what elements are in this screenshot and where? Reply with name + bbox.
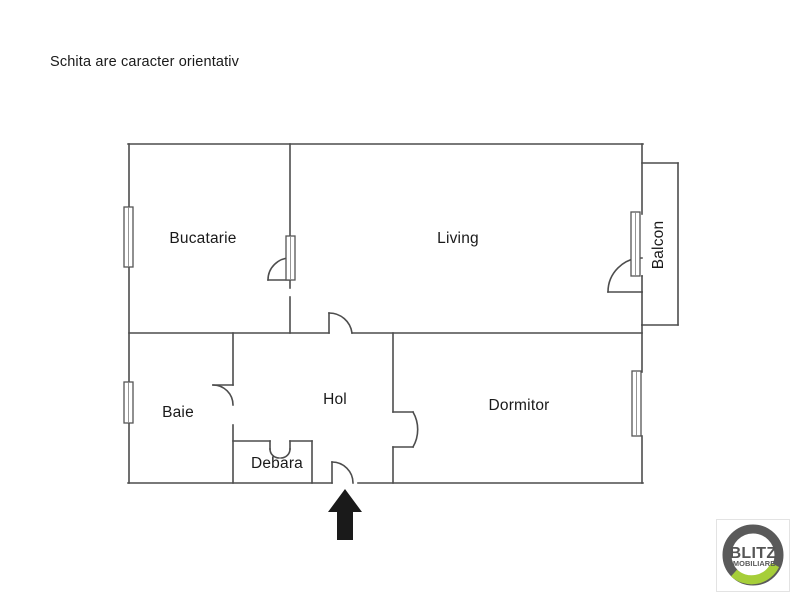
logo-text-blitz: BLITZ xyxy=(730,545,777,562)
door-arc-dormitor xyxy=(411,410,419,449)
room-label-balcon: Balcon xyxy=(650,221,667,270)
room-label-living: Living xyxy=(437,230,479,247)
door-arc-hol-living xyxy=(328,312,353,334)
entrance-arrow-shape xyxy=(328,489,362,540)
door-arc-debara-a xyxy=(269,448,280,459)
door-arc-debara-b xyxy=(280,448,291,459)
logo-ring-accent xyxy=(730,562,780,585)
logo-text-imobiliare: IMOBILIARE xyxy=(731,559,776,568)
entrance-arrow xyxy=(328,489,362,540)
room-label-dormitor: Dormitor xyxy=(488,397,549,414)
room-label-bucatarie: Bucatarie xyxy=(169,230,236,247)
room-label-baie: Baie xyxy=(162,404,194,421)
door-arc-entrance xyxy=(331,461,354,484)
room-label-debara: Debara xyxy=(251,455,303,472)
door-arc-baie xyxy=(212,384,234,406)
room-label-hol: Hol xyxy=(323,391,347,408)
disclaimer-text: Schita are caracter orientativ xyxy=(50,54,240,70)
logo-graphic: BLITZ IMOBILIARE xyxy=(722,524,784,586)
blitz-imobiliare-logo: BLITZ IMOBILIARE xyxy=(716,519,790,592)
